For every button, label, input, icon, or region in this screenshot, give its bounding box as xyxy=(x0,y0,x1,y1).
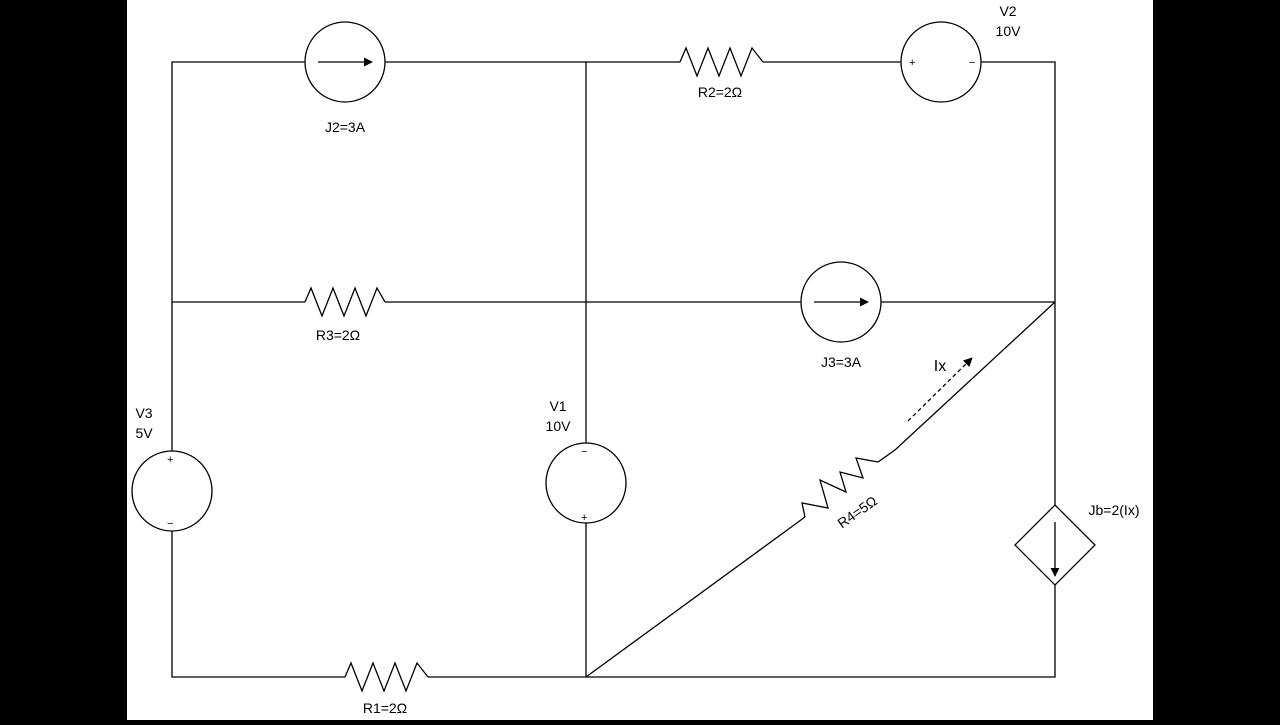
paper-background xyxy=(127,0,1153,720)
wire-bottom xyxy=(428,585,1056,678)
dependent-current-source-jb xyxy=(1014,504,1096,586)
current-source-j3 xyxy=(800,261,882,343)
voltage-source-v3: + − xyxy=(131,450,213,532)
wire-top-left xyxy=(171,61,305,455)
v2-name-label: V2 xyxy=(999,3,1016,19)
ix-current-arrow-icon xyxy=(907,357,973,422)
v2-plus-sign: + xyxy=(909,57,915,69)
v1-name-label: V1 xyxy=(549,398,566,414)
r3-label: R3=2Ω xyxy=(316,327,360,343)
resistor-r1 xyxy=(344,661,429,693)
wire-top-right xyxy=(981,61,1056,505)
wire-left-lower xyxy=(171,531,345,678)
resistor-r4 xyxy=(801,457,879,518)
v2-minus-sign: − xyxy=(969,57,975,69)
ix-label: Ix xyxy=(934,358,946,375)
wire-diagonal-lower xyxy=(585,516,806,678)
wires xyxy=(171,61,1056,678)
v3-value-label: 5V xyxy=(135,425,153,441)
v3-name-label: V3 xyxy=(135,405,152,421)
v3-minus-sign: − xyxy=(167,518,173,530)
current-source-j2 xyxy=(304,21,386,103)
resistor-r2 xyxy=(679,46,764,78)
wire-diagonal-upper xyxy=(877,301,1056,463)
j3-label: J3=3A xyxy=(821,354,862,370)
v1-plus-sign: + xyxy=(581,512,587,524)
resistor-r3 xyxy=(304,286,386,318)
r2-label: R2=2Ω xyxy=(698,84,742,100)
v1-minus-sign: − xyxy=(581,446,587,458)
v1-value-label: 10V xyxy=(546,418,572,434)
j2-label: J2=3A xyxy=(325,119,366,135)
voltage-source-v1: − + xyxy=(545,442,627,524)
v2-value-label: 10V xyxy=(996,23,1022,39)
v3-plus-sign: + xyxy=(167,454,173,466)
r1-label: R1=2Ω xyxy=(363,700,407,716)
jb-label: Jb=2(Ix) xyxy=(1089,502,1140,518)
voltage-source-v2: + − xyxy=(900,21,982,103)
